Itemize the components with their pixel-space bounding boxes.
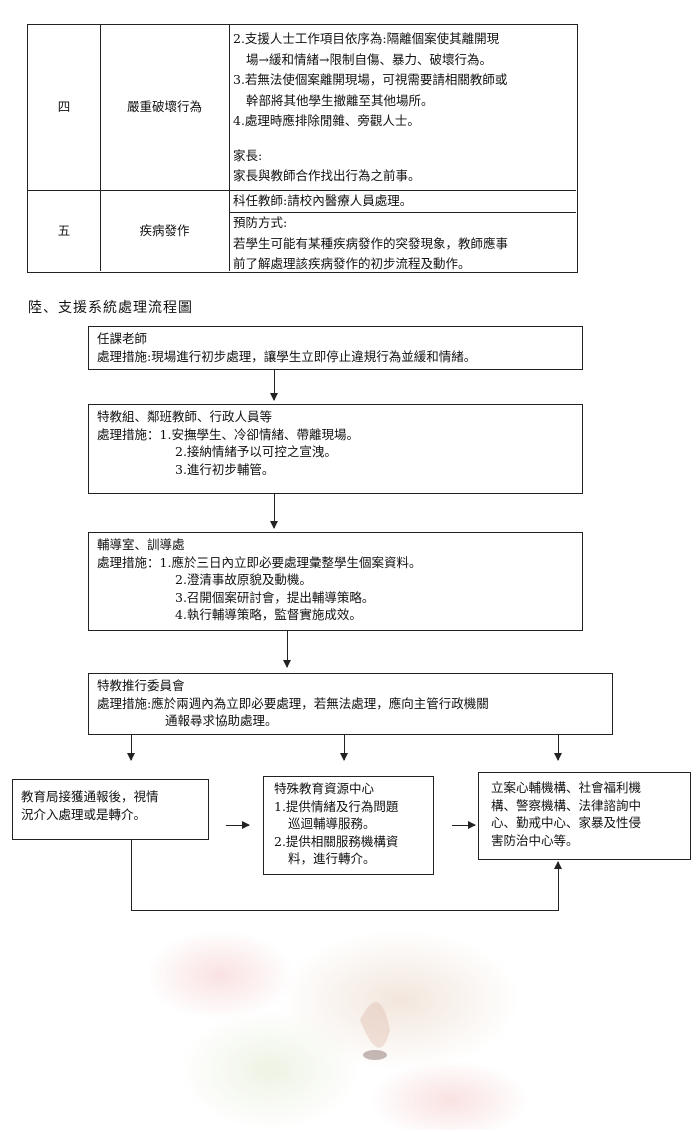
arrow-4c [554,735,562,761]
box5-line: 教育局接獲通報後，視情 [21,789,159,804]
row5-content: 預防方式: 若學生可能有某種疾病發作的突發現象，教師應事 前了解處理該疾病發作的… [233,213,508,275]
box1-line: 處理措施:現場進行初步處理，讓學生立即停止違規行為並緩和情緒。 [97,348,477,364]
box6-line: 1.提供情緒及行為問題 [274,798,399,814]
flow-box-committee: 特教推行委員會 處理措施:應於兩週內為立即必要處理，若無法處理，應向主管行政機關… [88,673,613,735]
row4-line: 2.支援人士工作項目依序為:隔離個案使其離開現 [233,31,500,46]
row4-line: 幹部將其他學生撤離至其他場所。 [246,92,434,108]
arrow-2 [270,494,278,529]
box6-title: 特殊教育資源中心 [274,781,375,796]
box2-title: 特教組、鄰班教師、行政人員等 [97,409,273,424]
box4-line1: 處理措施:應於兩週內為立即必要處理，若無法處理，應向主管行政機關 [97,695,489,711]
flow-box-special-ed: 特教組、鄰班教師、行政人員等 處理措施：1.安撫學生、冷卻情緒、帶離現場。 2.… [88,404,583,494]
row4-line: 場→緩和情緒→限制自傷、暴力、破壞行為。 [246,51,492,67]
row5-top-line: 科任教師:請校內醫療人員處理。 [233,193,413,208]
arrow-4b [340,735,348,761]
box2-label: 處理措施： [97,426,160,442]
box3-item-3: 3.召開個案研討會，提出輔導策略。 [175,589,375,605]
row4-line: 3.若無法使個案離開現場，可視需要請相關教師或 [233,72,508,87]
row5-line: 前了解處理該疾病發作的初步流程及動作。 [233,256,471,271]
box7-line: 害防治中心等。 [491,832,579,848]
box3-item-1: 1.應於三日內立即必要處理彙整學生個案資料。 [159,554,422,570]
box3-item-2: 2.澄清事故原貌及動機。 [175,572,312,587]
box7-line: 心、勤戒中心、家暴及性侵 [491,815,642,830]
box2-item: 處理措施：1.安撫學生、冷卻情緒、帶離現場。 [97,426,574,444]
table-subrow-divider [229,212,576,213]
box6-line: 2.提供相關服務機構資 [274,833,399,849]
connector-bottom [131,910,559,911]
flow-box-resource-center: 特殊教育資源中心 1.提供情緒及行為問題 巡迴輔導服務。 2.提供相關服務機構資… [263,776,434,875]
box3-item: 處理措施：1.應於三日內立即必要處理彙整學生個案資料。 [97,554,574,572]
box5-line: 況介入處理或是轉介。 [21,806,147,822]
section-title: 陸、支援系統處理流程圖 [28,300,193,316]
flow-box-teacher: 任課老師 處理措施:現場進行初步處理，讓學生立即停止違規行為並緩和情緒。 [88,326,583,370]
box3-title: 輔導室、訓導處 [97,537,185,552]
flow-box-agencies: 立案心輔機構、社會福利機 構、警察機構、法律諮詢中 心、勤戒中心、家暴及性侵 害… [478,772,691,860]
arrow-3 [283,631,291,668]
flow-box-education-bureau: 教育局接獲通報後，視情 況介入處理或是轉介。 [12,779,209,840]
decorative-watercolor-image [150,930,530,1130]
table-row-divider [28,190,576,191]
flow-box-counseling: 輔導室、訓導處 處理措施：1.應於三日內立即必要處理彙整學生個案資料。 2.澄清… [88,532,583,631]
row-number-4: 四 [57,99,71,114]
box7-line: 構、警察機構、法律諮詢中 [491,797,642,813]
box4-title: 特教推行委員會 [97,678,185,693]
row4-line: 4.處理時應排除閒雜、旁觀人士。 [233,113,420,128]
arrow-6 [452,821,476,829]
arrow-4a [127,735,135,761]
behavior-table: 四 嚴重破壞行為 2.支援人士工作項目依序為:隔離個案使其離開現 場→緩和情緒→… [27,24,578,273]
box2-item-1: 1.安撫學生、冷卻情緒、帶離現場。 [159,426,359,442]
box7-line: 立案心輔機構、社會福利機 [491,780,642,795]
row4-content: 2.支援人士工作項目依序為:隔離個案使其離開現 場→緩和情緒→限制自傷、暴力、破… [233,29,507,187]
row4-line: 家長與教師合作找出行為之前事。 [233,168,421,183]
box6-line: 料，進行轉介。 [288,851,376,866]
row5-line: 預防方式: [233,215,288,230]
row5-line: 若學生可能有某種疾病發作的突發現象，教師應事 [233,235,509,251]
arrow-5 [226,821,250,829]
box1-title: 任課老師 [97,331,148,346]
box2-item-3: 3.進行初步輔管。 [175,461,275,477]
row4-line: 家長: [233,147,263,163]
box3-item-4: 4.執行輔導策略，監督實施成效。 [175,607,362,622]
table-col-divider-2 [229,25,230,271]
box4-line2: 通報尋求協助處理。 [165,713,278,728]
row-number-5: 五 [57,223,71,238]
box6-line: 巡迴輔導服務。 [288,816,376,831]
connector-down [131,840,132,911]
box2-item-2: 2.接納情緒予以可控之宣洩。 [175,444,337,459]
table-col-divider-1 [100,25,101,271]
row-type-illness: 疾病發作 [139,223,190,238]
box3-label: 處理措施： [97,554,160,570]
connector-up-arrow [554,861,562,911]
row-type-severe-destruction: 嚴重破壞行為 [126,99,202,114]
arrow-1 [270,370,278,401]
row4-line [233,132,507,146]
